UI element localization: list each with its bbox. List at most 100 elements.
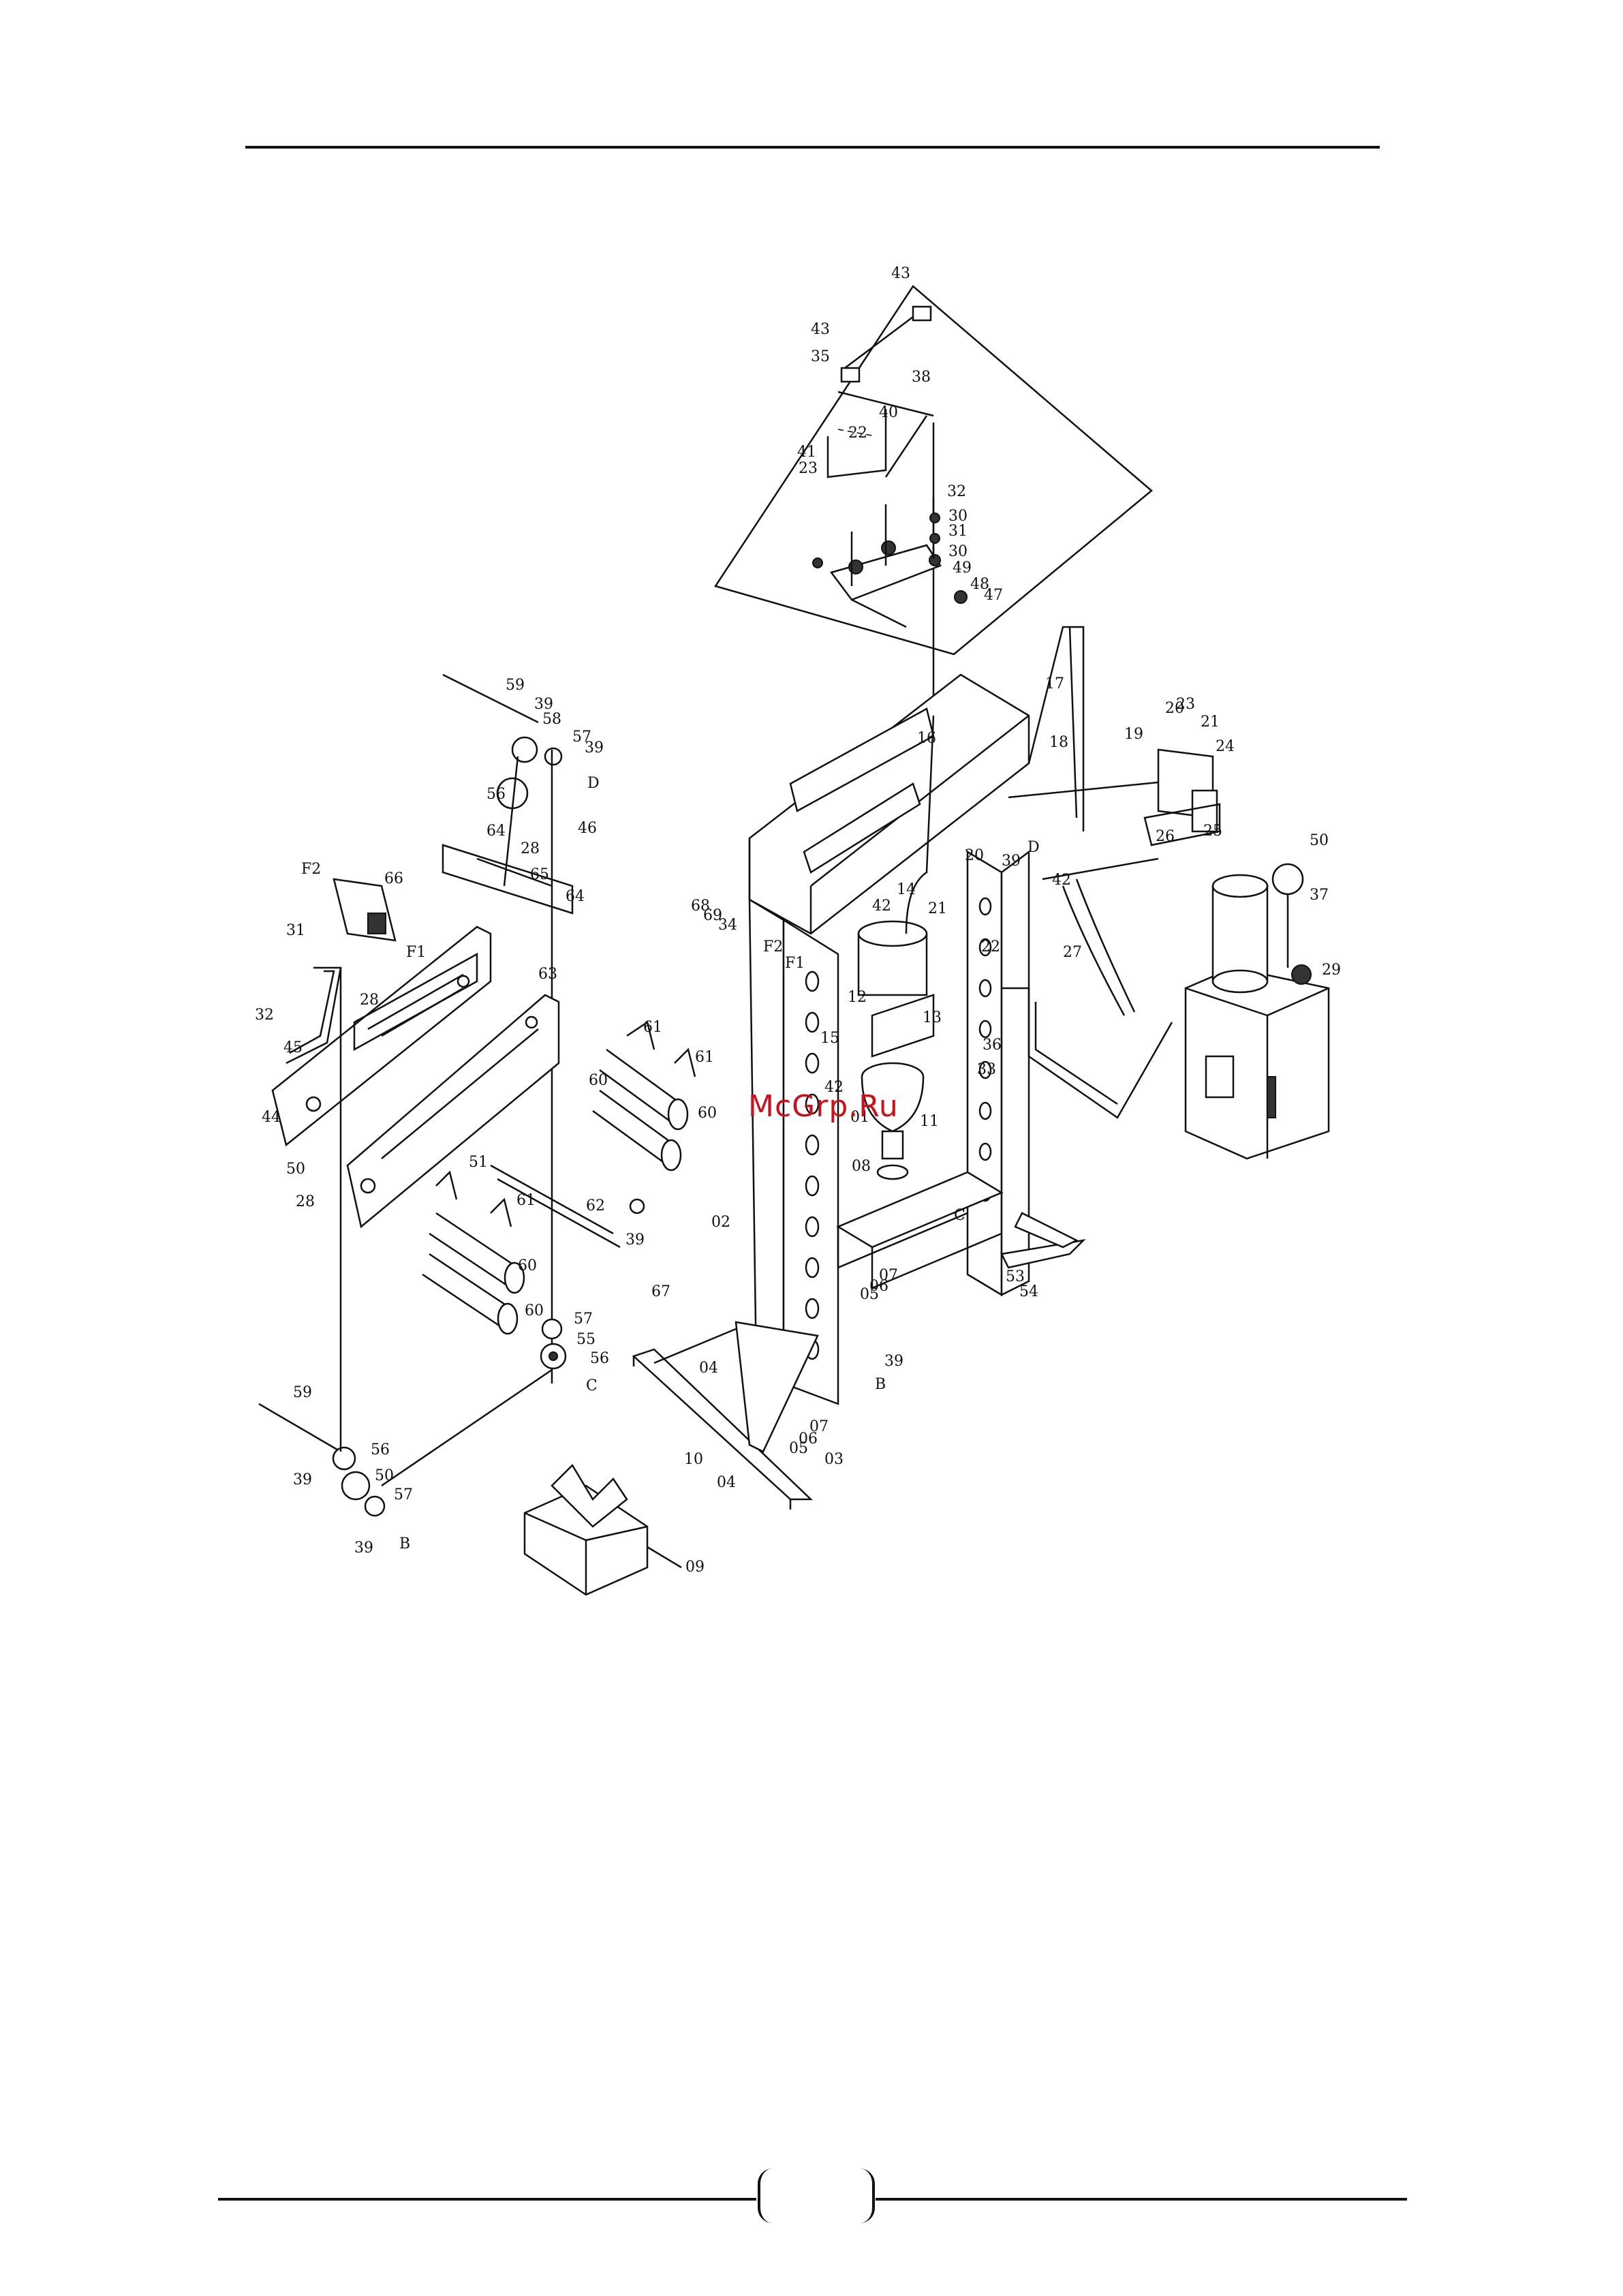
part-label: 32: [255, 1007, 274, 1024]
v-block-09: [523, 1463, 682, 1596]
part-label: 37: [1310, 887, 1329, 904]
part-label: 56: [486, 786, 506, 803]
part-label: 15: [820, 1030, 839, 1047]
part-label: 20: [1165, 700, 1184, 717]
part-label: 68: [691, 898, 710, 915]
part-label: 12: [848, 989, 867, 1006]
part-label: 30: [948, 508, 968, 525]
part-label: 69: [703, 907, 722, 924]
page-number-box: [758, 2169, 875, 2223]
upper-bracket-assembly: [714, 285, 1153, 716]
part-label: 28: [521, 840, 540, 857]
part-label: 07: [809, 1418, 829, 1435]
part-label: 48: [970, 576, 989, 593]
press-frame: [632, 673, 1086, 1510]
part-label: 04: [717, 1474, 736, 1491]
part-label: 39: [534, 696, 553, 713]
part-label: 57: [394, 1486, 413, 1503]
watermark-text: McGrp.Ru: [748, 1089, 899, 1124]
part-label: 67: [651, 1283, 670, 1300]
bracket-24-25-26: [1143, 748, 1221, 846]
part-label: 65: [530, 866, 549, 883]
part-label: 06: [799, 1430, 818, 1448]
part-label: 04: [699, 1360, 718, 1377]
part-label: F2: [301, 861, 321, 878]
part-label: 35: [811, 348, 830, 365]
shaft-62: [490, 1164, 645, 1249]
part-label: 26: [1156, 828, 1175, 845]
part-label: 45: [283, 1039, 303, 1056]
footer-rule-left: [218, 2198, 756, 2201]
part-label: 59: [506, 677, 525, 694]
part-label: 10: [684, 1451, 703, 1468]
left-frame-63: [346, 994, 560, 1229]
part-label: 39: [354, 1540, 373, 1557]
part-label: F1: [785, 955, 805, 972]
part-label: 32: [947, 483, 966, 500]
part-label: 41: [797, 444, 816, 461]
left-frame-45: [271, 925, 492, 1147]
part-label: 16: [917, 730, 936, 747]
motor-box-66: [333, 878, 397, 942]
part-label: 06: [869, 1278, 888, 1295]
part-label: 42: [824, 1079, 844, 1096]
part-label: B: [399, 1535, 410, 1552]
part-label: 39: [1002, 853, 1021, 870]
part-label: 21: [928, 900, 947, 917]
part-label: 58: [542, 711, 561, 728]
part-label: 30: [948, 543, 968, 560]
part-label: 05: [789, 1440, 808, 1457]
part-label: 08: [852, 1158, 871, 1175]
part-label: 46: [578, 820, 597, 837]
part-label: 61: [695, 1049, 714, 1066]
part-label: 56: [371, 1441, 390, 1458]
part-label: 22: [848, 425, 867, 442]
part-label: 03: [824, 1451, 844, 1468]
part-label: F2: [763, 938, 783, 955]
shaft-59-bottom: [258, 968, 386, 1517]
part-label: 29: [1322, 962, 1341, 979]
part-label: 20: [965, 847, 984, 864]
part-label: B: [875, 1376, 886, 1393]
part-label: 49: [953, 560, 972, 577]
part-label: 05: [860, 1286, 879, 1303]
part-label: 25: [1203, 823, 1222, 840]
part-label: 59: [293, 1384, 312, 1401]
part-label: 61: [643, 1019, 662, 1036]
part-label: 57: [574, 1311, 593, 1328]
power-unit: [1184, 863, 1330, 1160]
part-label: 24: [1216, 738, 1235, 755]
part-label: 09: [685, 1559, 705, 1576]
part-label: 43: [811, 321, 830, 338]
part-label: 42: [1052, 872, 1071, 889]
part-label: 39: [884, 1353, 903, 1370]
part-label: 54: [1019, 1283, 1038, 1300]
part-label: 31: [948, 523, 968, 540]
part-label: 60: [525, 1302, 544, 1319]
part-label: 62: [586, 1197, 605, 1214]
part-label: C: [954, 1207, 965, 1224]
part-label: 40: [879, 404, 898, 421]
shaft-59-top: [442, 673, 563, 887]
part-label: 56: [590, 1350, 609, 1367]
part-label: 17: [1045, 675, 1064, 692]
part-label: 64: [486, 823, 506, 840]
part-label: 55: [576, 1331, 596, 1348]
part-label: 50: [375, 1467, 394, 1484]
part-label: 66: [384, 870, 403, 887]
part-label: 14: [897, 881, 916, 898]
valve-block-assembly: [812, 498, 968, 628]
part-label: 13: [923, 1009, 942, 1026]
part-label: 02: [711, 1214, 730, 1231]
handle-31-32: [285, 966, 342, 1065]
part-label: 44: [262, 1109, 281, 1126]
part-label: F1: [406, 944, 426, 961]
part-label: D: [1027, 839, 1040, 856]
part-label: 28: [296, 1193, 315, 1210]
rollers-60-lower: [422, 1170, 525, 1335]
pulleys-55-56-57: [381, 1318, 567, 1487]
part-label: 34: [718, 917, 737, 934]
part-label: 07: [879, 1267, 898, 1284]
part-label: 51: [469, 1154, 488, 1171]
